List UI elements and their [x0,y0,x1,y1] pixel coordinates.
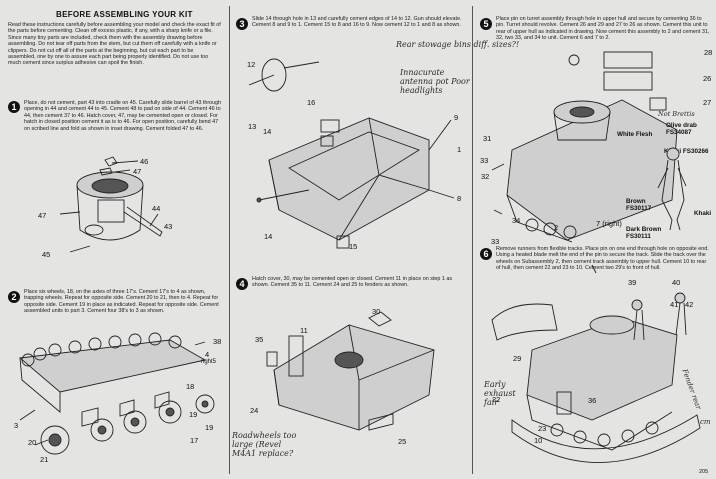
crewman-figure [657,147,687,231]
part-label: 14 [264,232,273,241]
part-label: 29 [513,354,522,363]
paint-callout-khaki-2: Khaki [694,210,712,217]
handwritten-note-not-brettis: Not Brettis [658,110,695,118]
part-label: 8 [457,194,462,203]
part-label: 15 [349,242,358,251]
column-divider [472,6,473,474]
paint-callout-brown: Brown FS30117 [626,198,652,212]
part-label: 42 [685,300,694,309]
handwritten-note-early-exhaust: Early exhaust fair [484,380,516,407]
part-label: 2 [554,223,559,232]
step-2-text: Place six wheels, 18, on the axles of th… [24,289,219,315]
step-6-number: 6 [480,248,492,260]
suspension-diagram [18,332,215,455]
part-label: right5 [201,359,217,365]
step-5-number: 5 [480,18,492,30]
step-1-text: Place, do not cement, part 43 into cradl… [24,100,222,132]
part-label: 19 [205,423,214,432]
part-label: 28 [704,48,713,57]
part-label: 17 [190,436,199,445]
part-label: 33 [491,237,500,246]
part-label: 4 [205,350,210,359]
part-label: 13 [248,122,257,131]
part-label: 1 [457,145,462,154]
part-label: 7 (right) [596,219,622,228]
part-label: 35 [255,335,264,344]
paint-callout-white: White Flesh [617,131,653,138]
part-label: 16 [307,98,316,107]
page-number: 205 [699,469,709,475]
part-label: 10 [534,436,543,445]
final-assembly-diagram [491,292,701,463]
part-label: 32 [481,172,490,181]
part-label: 36 [588,396,597,405]
part-label: 41 [670,300,679,309]
page-title: BEFORE ASSEMBLING YOUR KIT [56,10,193,19]
step-6-text: Remove runners from flexible tracks. Pla… [496,246,709,272]
part-label: 20 [28,438,37,447]
paint-callout-olive: Olive drab FS34087 [666,122,697,136]
part-label: 30 [372,307,381,316]
part-label: 23 [538,424,547,433]
upper-hull-diagram [266,311,435,431]
part-label: 25 [398,437,407,446]
part-label: 34 [512,216,521,225]
part-label: 19 [189,410,198,419]
part-label: 21 [40,455,49,464]
handwritten-note-cm: cm [700,418,711,426]
part-label: 22 [492,395,501,404]
step-4-text: Hatch cover, 30, may be cemented open or… [252,276,453,289]
tank-assembly-diagram [491,51,678,274]
part-label: 43 [164,222,173,231]
part-label: 38 [213,337,222,346]
intro-text: Read these instructions carefully before… [8,22,221,67]
part-label: 18 [186,382,195,391]
part-label: 31 [483,134,492,143]
step-2-number: 2 [8,291,20,303]
part-label: 44 [152,204,161,213]
part-label: 39 [628,278,637,287]
part-label: 47 [38,211,47,220]
paint-callout-khaki: Khaki FS30266 [664,148,709,155]
step-3-text: Slide 14 through hole in 13 and carefull… [252,16,462,29]
part-label: 9 [454,113,459,122]
handwritten-note-roadwheels: Roadwheels too large (Revel M4A1 replace… [232,431,297,458]
part-label: 3 [14,421,19,430]
step-5-text: Place pin on turret assembly through hol… [496,16,710,42]
handwritten-note-rear-stowage: Rear stowage bins diff. sizes?! [396,40,520,49]
part-label: 26 [703,74,712,83]
part-label: 11 [300,326,308,335]
part-label: 40 [672,278,681,287]
paint-callout-dark-brown: Dark Brown FS30111 [626,226,662,240]
part-label: 33 [480,156,489,165]
part-label: 47 [133,167,142,176]
part-label: 46 [140,157,149,166]
part-label: 24 [250,406,259,415]
handwritten-note-antenna: Innacurate antenna pot Poor headlights [400,68,470,95]
part-label: 27 [703,98,712,107]
step-3-number: 3 [236,18,248,30]
part-label: 45 [42,250,51,259]
hull-diagram [248,58,455,249]
turret-diagram [59,156,163,253]
part-label: 14 [263,127,272,136]
column-divider [229,6,230,474]
step-4-number: 4 [236,278,248,290]
step-1-number: 1 [8,101,20,113]
part-label: 12 [247,60,256,69]
